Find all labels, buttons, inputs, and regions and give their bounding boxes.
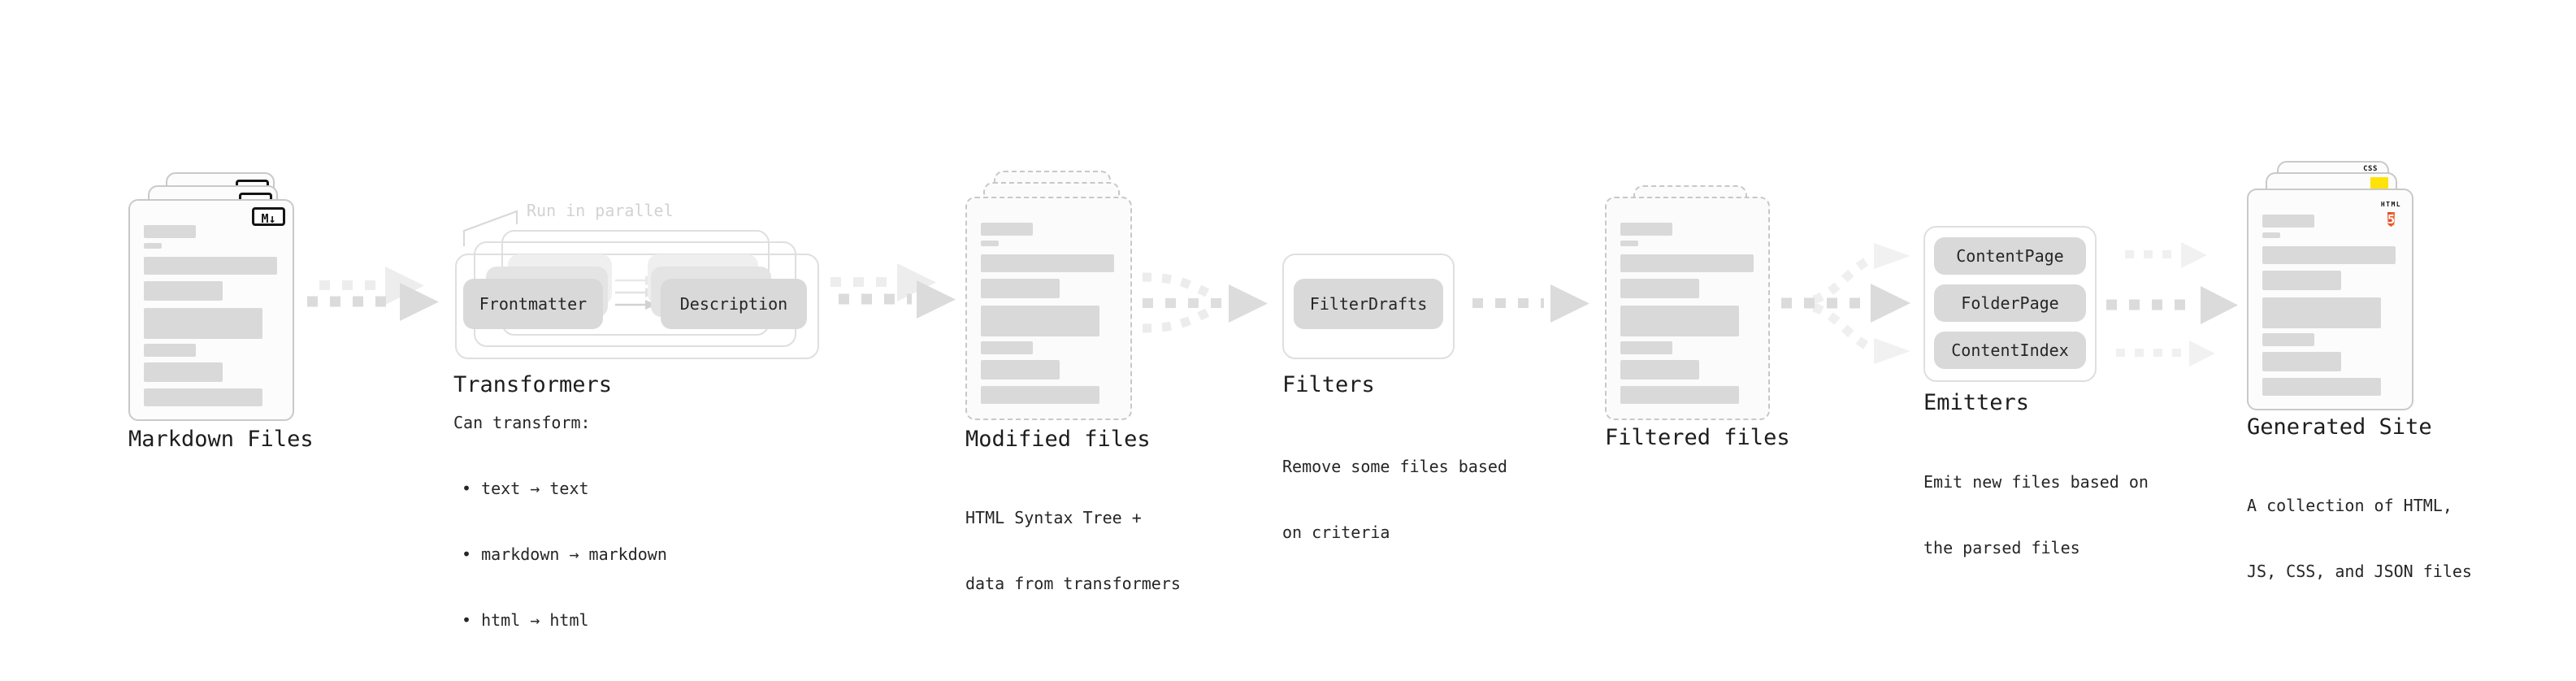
arrow-markdown-to-transformers <box>307 267 439 321</box>
arrow-modified-to-filters <box>1142 272 1268 333</box>
js-icon <box>2370 177 2388 189</box>
text-line-placeholder <box>144 257 277 275</box>
generated-site-subtitle: A collection of HTML, JS, CSS, and JSON … <box>2247 451 2472 627</box>
html5-icon-shield: 5 <box>2387 212 2396 227</box>
text-line-placeholder <box>2262 352 2341 371</box>
filters-subtitle: Remove some files based on criteria <box>1282 412 1507 588</box>
text-line-placeholder <box>1620 386 1739 404</box>
filtered-doc-front <box>1605 197 1770 420</box>
subtitle-line: on criteria <box>1282 523 1390 542</box>
subtitle-line: Emit new files based on <box>1923 472 2149 492</box>
arrow-transformers-to-modified <box>830 263 956 319</box>
run-in-parallel-leader-line <box>463 210 518 246</box>
text-line-placeholder <box>1620 306 1739 336</box>
text-line-placeholder <box>144 388 262 406</box>
folderpage-pill: FolderPage <box>1934 284 2086 322</box>
html5-icon-label: HTML <box>2380 201 2402 208</box>
modified-files-subtitle: HTML Syntax Tree + data from transformer… <box>965 463 1181 639</box>
run-in-parallel-annotation: Run in parallel <box>527 201 674 220</box>
text-line-placeholder <box>144 344 196 357</box>
emitters-title: Emitters <box>1923 390 2030 415</box>
subtitle-line: data from transformers <box>965 574 1181 593</box>
contentpage-pill: ContentPage <box>1934 237 2086 275</box>
generated-site-label: Generated Site <box>2247 414 2432 440</box>
text-line-placeholder <box>981 341 1033 354</box>
text-line-placeholder <box>2262 297 2381 328</box>
filterdrafts-pill: FilterDrafts <box>1294 279 1443 329</box>
text-line-placeholder <box>981 241 999 246</box>
text-line-placeholder <box>144 308 262 339</box>
filters-title: Filters <box>1282 372 1375 397</box>
text-line-placeholder <box>1620 341 1672 354</box>
modified-files-label: Modified files <box>965 427 1151 452</box>
text-line-placeholder <box>2262 333 2314 346</box>
text-line-placeholder <box>2262 215 2314 228</box>
text-line-placeholder <box>144 243 162 249</box>
subtitle-line: HTML Syntax Tree + <box>965 508 1142 527</box>
text-line-placeholder <box>2262 271 2341 290</box>
bullet-item: • text → text <box>462 479 589 498</box>
text-line-placeholder <box>981 386 1099 404</box>
text-line-placeholder <box>1620 223 1672 236</box>
html5-icon: HTML 5 <box>2380 194 2402 229</box>
subtitle-line: Remove some files based <box>1282 457 1507 476</box>
transformer-layer-front <box>455 254 819 359</box>
transformers-title: Transformers <box>453 372 613 397</box>
arrow-emitters-to-generated <box>2106 242 2238 367</box>
css-icon: CSS <box>2363 165 2378 173</box>
text-line-placeholder <box>1620 360 1699 380</box>
description-pill: Description <box>661 279 807 329</box>
filters-box <box>1282 254 1455 359</box>
markdown-files-label: Markdown Files <box>128 427 314 452</box>
text-line-placeholder <box>144 362 223 382</box>
modified-doc-front <box>965 197 1132 420</box>
text-line-placeholder <box>144 225 196 238</box>
arrow-filters-to-filtered <box>1472 284 1589 323</box>
emitters-subtitle: Emit new files based on the parsed files <box>1923 427 2149 603</box>
markdown-doc-front: M↓ <box>128 199 294 421</box>
subtitle-line: JS, CSS, and JSON files <box>2247 562 2472 581</box>
text-line-placeholder <box>1620 241 1638 246</box>
filtered-files-label: Filtered files <box>1605 425 1790 450</box>
text-line-placeholder <box>1620 254 1754 272</box>
markdown-icon: M↓ <box>252 207 285 226</box>
subtitle-line: the parsed files <box>1923 538 2080 557</box>
text-line-placeholder <box>981 306 1099 336</box>
text-line-placeholder <box>2262 378 2381 396</box>
text-line-placeholder <box>981 254 1114 272</box>
text-line-placeholder <box>144 281 223 301</box>
text-line-placeholder <box>981 223 1033 236</box>
bullet-item: • markdown → markdown <box>462 544 667 564</box>
subtitle-line: A collection of HTML, <box>2247 496 2452 515</box>
transformers-note-heading: Can transform: <box>453 413 591 432</box>
text-line-placeholder <box>1620 279 1699 298</box>
text-line-placeholder <box>981 360 1060 380</box>
emitters-box <box>1923 226 2097 382</box>
arrow-filtered-to-emitters <box>1781 243 1910 364</box>
bullet-item: • html → html <box>462 610 589 630</box>
transformers-bullet-list: • text → text • markdown → markdown • ht… <box>453 434 667 675</box>
text-line-placeholder <box>2262 246 2396 264</box>
text-line-placeholder <box>2262 232 2280 238</box>
contentindex-pill: ContentIndex <box>1934 332 2086 369</box>
generated-doc-html: HTML 5 <box>2247 189 2413 410</box>
frontmatter-pill: Frontmatter <box>463 279 603 329</box>
text-line-placeholder <box>981 279 1060 298</box>
